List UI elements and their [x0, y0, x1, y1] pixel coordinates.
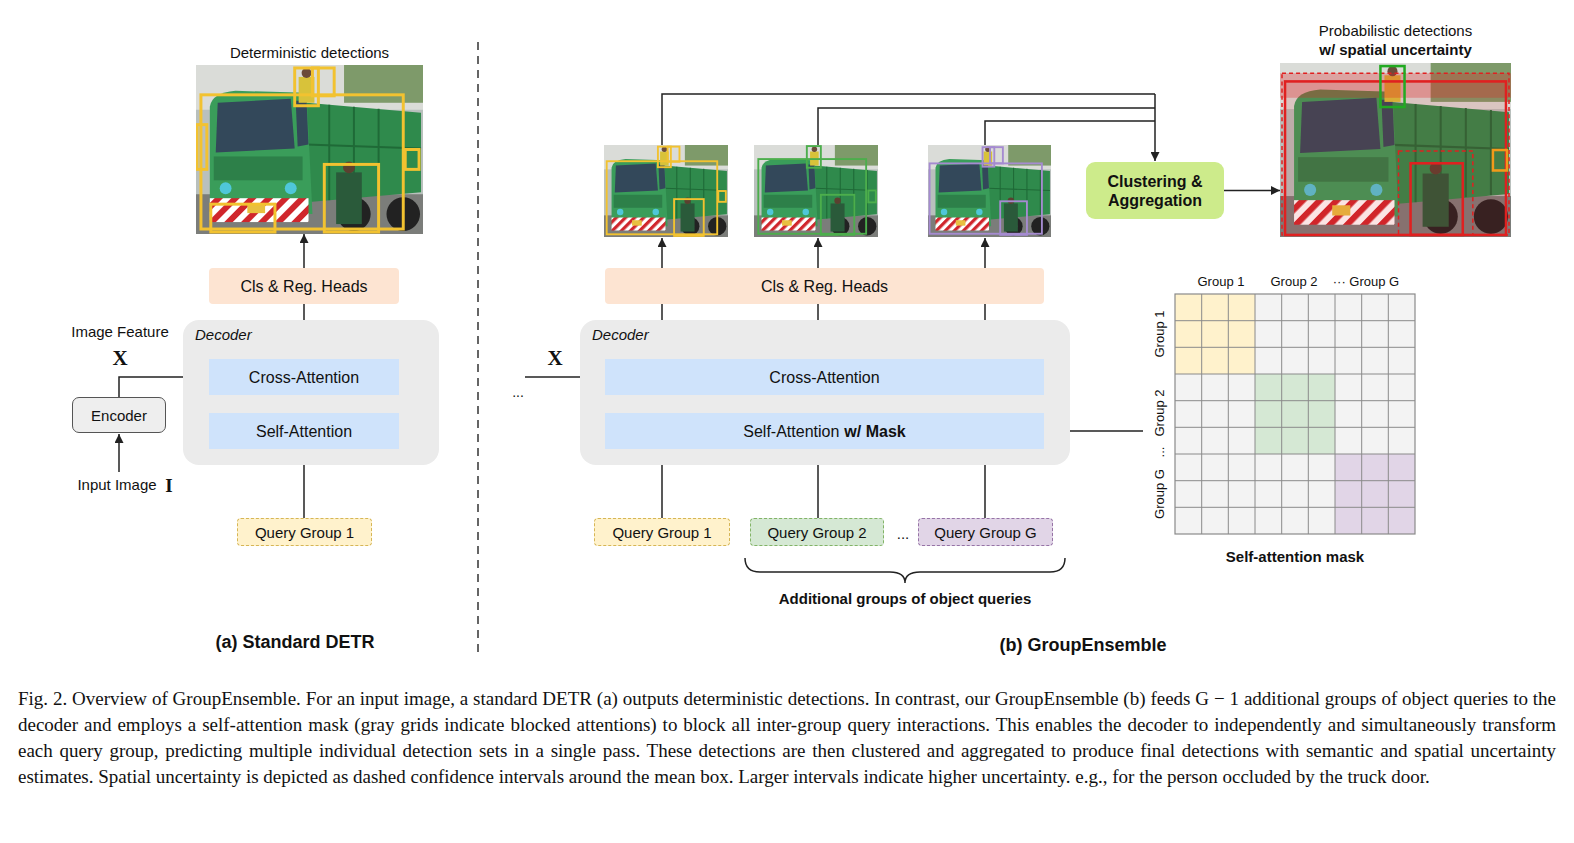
divider — [477, 42, 479, 655]
process-box: Clustering & Aggregation — [1086, 162, 1224, 219]
decoder-panel: DecoderCross-AttentionSelf-Attention w/ M… — [580, 320, 1070, 465]
math-symbol: X — [112, 346, 127, 371]
axis-label: ... — [1152, 447, 1167, 458]
node-text: Clustering & Aggregation — [1092, 172, 1218, 210]
brace — [745, 558, 1065, 583]
node-text: Cls & Reg. Heads — [761, 277, 888, 296]
node-text: Query Group 1 — [612, 523, 711, 542]
node-text: Cross-Attention — [249, 368, 359, 387]
node-text: Query Group 1 — [255, 523, 354, 542]
connector — [303, 234, 305, 268]
node-text: Encoder — [91, 406, 147, 425]
math-symbol: I — [165, 475, 172, 497]
axis-label: Group 2 — [1271, 274, 1318, 289]
node-text: Cross-Attention — [769, 368, 879, 387]
panel-title: (a) Standard DETR — [215, 632, 374, 653]
node-text: Self-attention mask — [1226, 548, 1364, 565]
node-text: Decoder — [592, 326, 1058, 343]
attention-box: Self-Attention w/ Mask — [605, 413, 1044, 449]
detection-image — [928, 145, 1051, 237]
node-text: Deterministic detections — [230, 43, 389, 62]
axis-label: Group 1 — [1152, 311, 1167, 358]
encoder-box: Encoder — [72, 397, 166, 433]
axis-label: Group G — [1152, 469, 1167, 519]
connector — [1224, 190, 1280, 192]
head-box: Cls & Reg. Heads — [209, 268, 399, 304]
brace-label: Additional groups of object queries — [779, 590, 1032, 607]
mask-grid: Self-attention mask — [1143, 294, 1415, 566]
query-box: Query Group 1 — [237, 518, 372, 546]
panel-title: (b) GroupEnsemble — [999, 635, 1166, 656]
axis-label: ··· Group G — [1333, 274, 1399, 289]
head-box: Cls & Reg. Heads — [605, 268, 1044, 304]
flow-arrows — [119, 94, 1155, 472]
decoder-panel: DecoderCross-AttentionSelf-Attention — [183, 320, 439, 465]
math-symbol: X — [547, 346, 562, 371]
query-box: Query Group G — [918, 518, 1053, 546]
detection-image — [1280, 63, 1511, 237]
node-text: Cls & Reg. Heads — [240, 277, 367, 296]
node-text: Self-Attention — [743, 422, 839, 441]
attention-box: Cross-Attention — [209, 359, 399, 395]
detection-image — [604, 145, 728, 237]
query-box: Query Group 1 — [594, 518, 730, 546]
node-text: w/ spatial uncertainty — [1319, 40, 1472, 59]
axis-label: Group 1 — [1198, 274, 1245, 289]
attention-mask-grid — [1175, 294, 1415, 534]
figure-caption: Fig. 2. Overview of GroupEnsemble. For a… — [18, 686, 1556, 790]
output-image: Probabilistic detectionsw/ spatial uncer… — [1280, 16, 1511, 237]
output-image: Deterministic detections — [196, 38, 423, 234]
input-label: Input Image — [77, 476, 156, 493]
detection-image — [196, 65, 423, 234]
node-text: Self-Attention — [256, 422, 352, 441]
attention-box: Self-Attention — [209, 413, 399, 449]
input-label: Image Feature — [71, 323, 169, 340]
detection-image — [754, 145, 878, 237]
node-text: Query Group G — [934, 523, 1037, 542]
node-text: Probabilistic detections — [1319, 21, 1472, 40]
query-box: Query Group 2 — [750, 518, 884, 546]
node-text: Query Group 2 — [767, 523, 866, 542]
ellipsis: ... — [512, 384, 524, 400]
node-text: w/ Mask — [844, 422, 905, 441]
axis-label: Group 2 — [1152, 390, 1167, 437]
ellipsis: ... — [897, 525, 910, 542]
attention-box: Cross-Attention — [605, 359, 1044, 395]
node-text: Decoder — [195, 326, 427, 343]
